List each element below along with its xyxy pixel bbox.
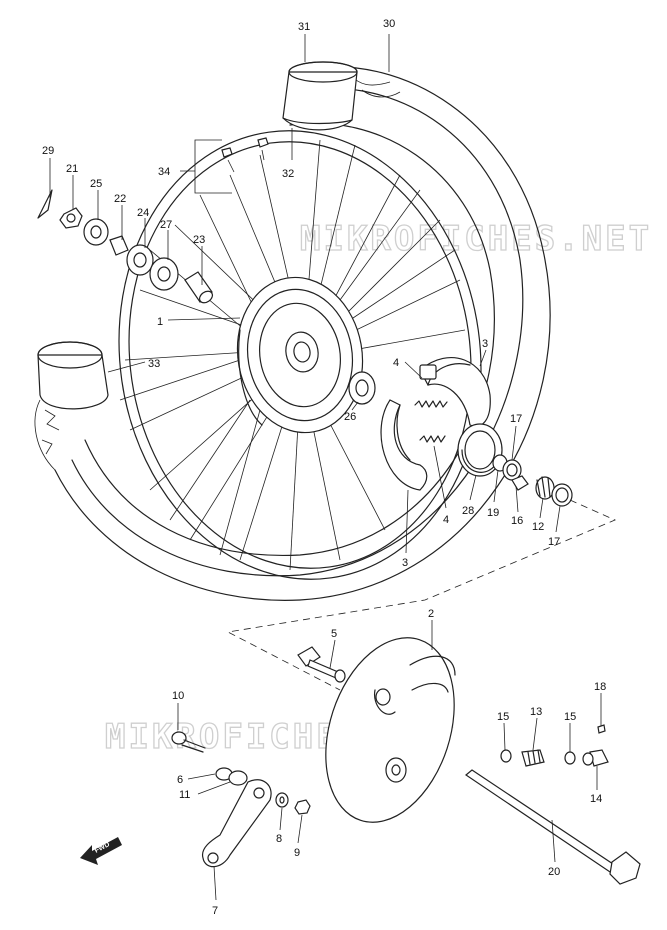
label-part-33: 33 bbox=[148, 358, 160, 370]
oil-seal bbox=[457, 423, 503, 477]
rim-band bbox=[282, 61, 358, 131]
label-part-3-top: 3 bbox=[482, 338, 488, 350]
axle bbox=[465, 769, 641, 885]
spacer-26 bbox=[348, 371, 376, 405]
drive-parts bbox=[492, 454, 573, 507]
part-labels: 30 31 32 29 21 25 22 24 27 23 34 1 33 4 … bbox=[42, 18, 606, 917]
section-outline bbox=[226, 499, 617, 691]
label-part-14: 14 bbox=[590, 793, 602, 805]
label-part-31: 31 bbox=[298, 21, 310, 33]
label-part-12: 12 bbox=[532, 521, 544, 533]
label-part-28: 28 bbox=[462, 505, 474, 517]
label-part-3-bottom: 3 bbox=[402, 557, 408, 569]
label-part-11: 11 bbox=[179, 789, 190, 801]
label-part-4-top: 4 bbox=[393, 357, 399, 369]
label-part-13: 13 bbox=[530, 706, 542, 718]
leader-lines bbox=[49, 34, 602, 901]
brake-shoes bbox=[380, 357, 491, 491]
label-part-5: 5 bbox=[331, 628, 337, 640]
label-part-30: 30 bbox=[383, 18, 395, 30]
label-part-24: 24 bbox=[137, 207, 149, 219]
label-part-25: 25 bbox=[90, 178, 102, 190]
label-part-18: 18 bbox=[594, 681, 606, 693]
label-part-16: 16 bbox=[511, 515, 523, 527]
tire-section bbox=[37, 341, 109, 410]
label-part-29: 29 bbox=[42, 145, 54, 157]
brake-panel bbox=[325, 637, 456, 823]
forward-arrow-icon: FWD bbox=[80, 837, 122, 865]
label-part-20: 20 bbox=[548, 866, 560, 878]
label-part-7: 7 bbox=[212, 905, 218, 917]
label-part-17-bottom: 17 bbox=[548, 536, 560, 548]
rim bbox=[118, 130, 482, 580]
label-part-9: 9 bbox=[294, 847, 300, 859]
label-part-8: 8 bbox=[276, 833, 282, 845]
spoke-nipples bbox=[221, 137, 269, 173]
label-part-27: 27 bbox=[160, 219, 172, 231]
label-part-6: 6 bbox=[177, 774, 183, 786]
washer-and-nut bbox=[275, 792, 311, 815]
bolt-10 bbox=[171, 731, 206, 753]
brake-cam bbox=[297, 646, 346, 683]
label-part-15-right: 15 bbox=[564, 711, 576, 723]
label-part-17-top: 17 bbox=[510, 413, 522, 425]
label-part-26: 26 bbox=[344, 411, 356, 423]
watermark-top: MIKROFICHES.NET bbox=[300, 219, 652, 259]
label-part-34: 34 bbox=[158, 166, 170, 178]
label-part-1: 1 bbox=[157, 316, 163, 328]
label-part-4-bottom: 4 bbox=[443, 514, 449, 526]
label-part-10: 10 bbox=[172, 690, 184, 702]
label-part-23: 23 bbox=[193, 234, 205, 246]
label-part-22: 22 bbox=[114, 193, 126, 205]
label-part-2: 2 bbox=[428, 608, 434, 620]
label-part-19: 19 bbox=[487, 507, 499, 519]
hub bbox=[236, 276, 364, 434]
label-part-21: 21 bbox=[66, 163, 78, 175]
speedometer-parts bbox=[500, 724, 609, 767]
label-part-15-left: 15 bbox=[497, 711, 509, 723]
brake-springs bbox=[414, 400, 448, 443]
brake-arm bbox=[201, 767, 272, 868]
left-hub-parts bbox=[37, 189, 214, 304]
label-part-32: 32 bbox=[282, 168, 294, 180]
